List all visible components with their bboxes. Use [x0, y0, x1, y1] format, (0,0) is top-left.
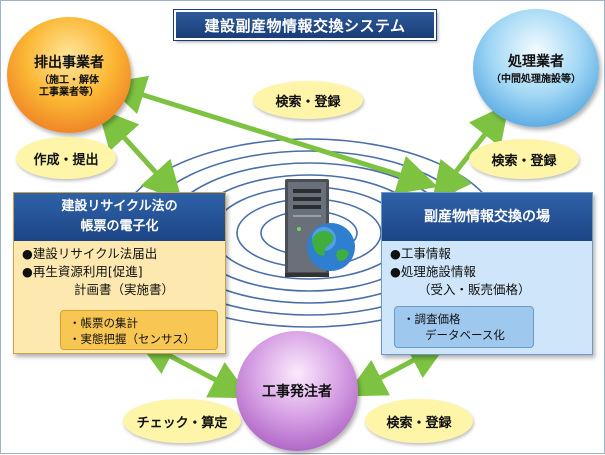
sub-census: ・実態把握（センサス）	[69, 332, 196, 346]
emitter-node: 排出事業者 （施工・解体 工事業者等）	[7, 17, 131, 133]
item-facility-info: ●処理施設情報	[390, 264, 476, 279]
emitter-label: 排出事業者	[34, 54, 104, 71]
arrow-rightbox-orderer	[345, 341, 449, 397]
globe-icon	[307, 223, 355, 271]
recycling-law-subbox: ・帳票の集計 ・実態把握（センサス）	[60, 310, 218, 350]
recycling-law-items: ●建設リサイクル法届出 ●再生資源利用[促進] 計画書（実施書）	[22, 245, 219, 299]
sub-aggregate: ・帳票の集計	[69, 316, 138, 330]
connection-arrows	[97, 75, 510, 399]
recycling-law-title-2: 帳票の電子化	[80, 219, 159, 234]
processor-sub: （中間処理施設等）	[491, 73, 581, 85]
processor-label: 処理業者	[508, 53, 564, 70]
action-search-register-bottom: 検索・登録	[365, 399, 473, 443]
action-search-register-right: 検索・登録	[469, 139, 579, 179]
sub-database: データベース化	[425, 328, 505, 342]
arrow-emitter-leftbox	[97, 108, 183, 202]
arrow-leftbox-orderer	[135, 337, 251, 399]
item-usage-plan-cont: 計画書（実施書）	[74, 282, 175, 297]
sub-survey-price: ・調査価格	[403, 312, 461, 326]
recycling-law-box: 建設リサイクル法の 帳票の電子化 ●建設リサイクル法届出 ●再生資源利用[促進]…	[13, 192, 226, 354]
emitter-sub-line1: （施工・解体	[39, 74, 99, 86]
recycling-law-title-1: 建設リサイクル法の	[61, 199, 178, 214]
item-usage-plan: ●再生資源利用[促進]	[22, 264, 143, 279]
arrow-emitter-exchange	[104, 75, 439, 195]
exchange-box: 副産物情報交換の場 ●工事情報 ●処理施設情報 （受入・販売価格） ・調査価格 …	[381, 192, 593, 355]
action-check-calc: チェック・算定	[123, 399, 241, 443]
item-notification: ●建設リサイクル法届出	[22, 246, 158, 261]
item-facility-info-cont: （受入・販売価格）	[418, 282, 531, 297]
orderer-label: 工事発注者	[262, 384, 332, 400]
action-create-submit: 作成・提出	[16, 137, 116, 179]
exchange-items: ●工事情報 ●処理施設情報 （受入・販売価格）	[390, 245, 586, 299]
exchange-subbox: ・調査価格 データベース化	[394, 306, 534, 348]
emitter-sub-line2: 工事業者等）	[39, 86, 99, 98]
action-search-register-top: 検索・登録	[253, 81, 363, 119]
exchange-header: 副産物情報交換の場	[382, 193, 592, 241]
processor-node: 処理業者 （中間処理施設等）	[473, 9, 599, 127]
system-title: 建設副産物情報交換システム	[174, 10, 436, 40]
orderer-node: 工事発注者	[236, 331, 358, 451]
recycling-law-header: 建設リサイクル法の 帳票の電子化	[14, 193, 225, 241]
item-construction-info: ●工事情報	[390, 246, 451, 261]
